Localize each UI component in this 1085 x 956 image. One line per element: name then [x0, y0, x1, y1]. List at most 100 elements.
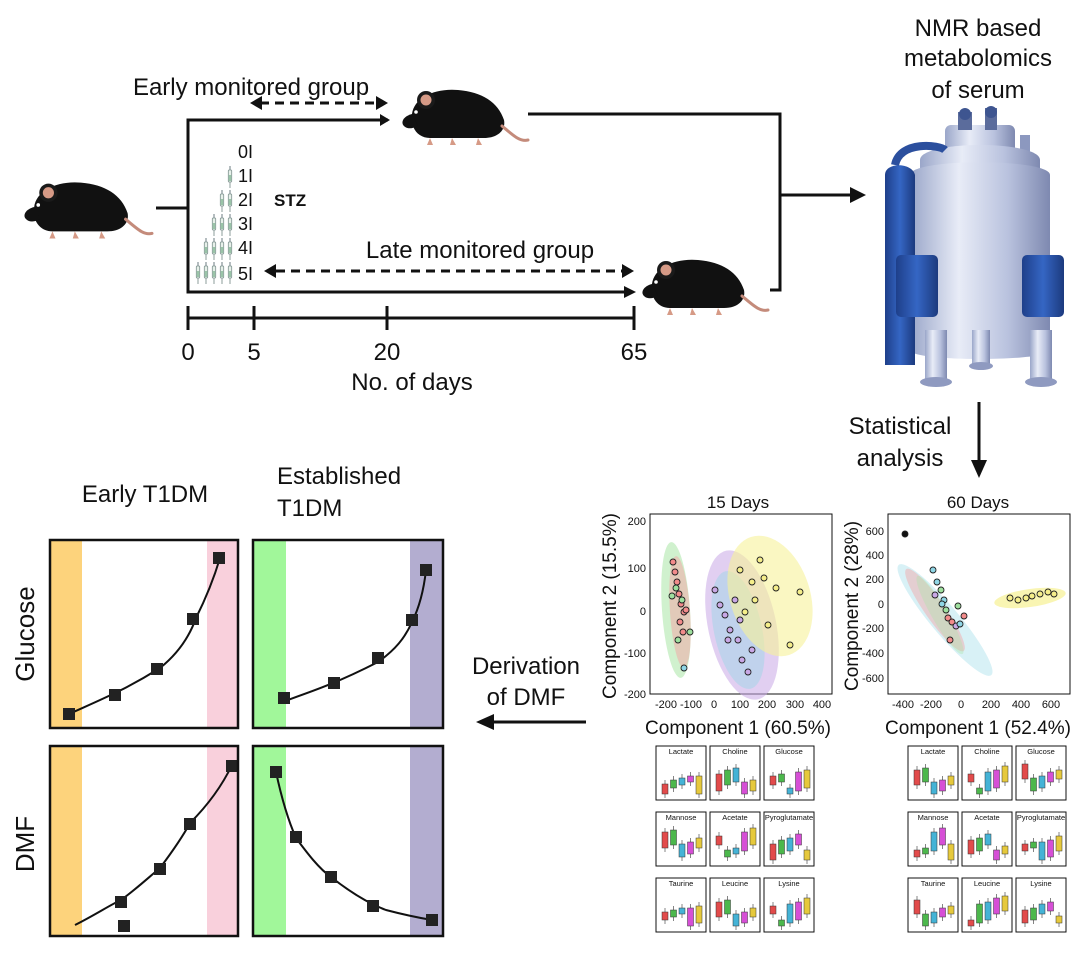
boxplot-box	[993, 849, 1000, 861]
plot-title: 60 Days	[947, 493, 1009, 512]
column-title-line: T1DM	[277, 495, 342, 522]
data-marker	[325, 871, 337, 883]
y-tick-label: 200	[866, 574, 884, 586]
boxplot-box	[930, 781, 938, 795]
confidence-ellipses	[897, 564, 1066, 676]
data-marker	[213, 552, 225, 564]
pca-point	[679, 628, 687, 636]
pca-point	[942, 606, 950, 614]
data-marker	[420, 564, 432, 576]
boxplot-box	[1021, 909, 1029, 924]
data-marker	[278, 692, 290, 704]
metabolite-label: Glucose	[1027, 747, 1055, 756]
pca-point	[724, 636, 732, 644]
merge-connector	[528, 112, 782, 292]
x-tick-label: 400	[1012, 699, 1030, 711]
boxplot-box	[1001, 765, 1009, 783]
pca-point	[736, 566, 744, 574]
boxplot-box	[661, 783, 669, 795]
metabolite-label: Choline	[722, 747, 747, 756]
late-window-band	[410, 746, 443, 936]
boxplot-cell: Leucine	[709, 877, 761, 933]
pca-point	[668, 592, 676, 600]
metabolite-label: Lactate	[669, 747, 694, 756]
metabolite-label: Mannose	[918, 813, 949, 822]
y-tick-label: 0	[640, 606, 646, 618]
data-marker	[109, 689, 121, 701]
boxplot-box	[1038, 775, 1046, 789]
syringe-icon	[211, 214, 217, 236]
pca-plot-15days: 15 Days -200 -100 0 100 200 300 400 200 …	[600, 493, 833, 739]
injection-label: 0I	[238, 142, 253, 162]
data-marker	[118, 920, 130, 932]
boxplot-box	[984, 833, 992, 846]
pca-point	[678, 596, 686, 604]
pca-point	[741, 608, 749, 616]
boxplot-cell: Choline	[961, 745, 1013, 801]
arrowhead-icon	[624, 286, 636, 298]
pca-point	[938, 600, 946, 608]
boxplot-box	[732, 847, 740, 855]
x-tick-label: 200	[758, 699, 776, 711]
metabolite-label: Acetate	[722, 813, 747, 822]
boxplot-box	[1055, 769, 1063, 780]
syringe-icon	[219, 262, 225, 284]
boxplot-box	[930, 831, 938, 852]
early-window-band	[50, 746, 82, 936]
pca-point	[948, 618, 956, 626]
boxplot-box	[678, 907, 686, 915]
injection-label: 4I	[238, 238, 253, 258]
injection-label: 2I	[238, 190, 253, 210]
boxplot-cell: Mannose	[655, 811, 707, 867]
boxplot-box	[795, 901, 802, 921]
y-tick-label: -200	[624, 689, 646, 701]
derivation-arrow-group: Derivation of DMF	[472, 653, 586, 730]
panel-established-dmf	[251, 744, 445, 938]
boxplot-box	[678, 843, 686, 858]
injection-label: 5I	[238, 264, 253, 284]
metabolite-label: Pyroglutamate	[1017, 813, 1065, 822]
pca-plot-60days: 60 Days -400 -200 0 200 400 600 600 400 …	[842, 493, 1071, 739]
boxplot-box	[939, 907, 946, 918]
pca-point	[672, 584, 680, 592]
syringe-icon	[219, 190, 225, 212]
nmr-section: NMR based metabolomics of serum	[885, 15, 1064, 387]
pca-point	[756, 556, 764, 564]
late-group-label: Late monitored group	[366, 237, 594, 264]
pca-point	[671, 568, 679, 576]
data-marker	[426, 914, 438, 926]
panel-early-glucose	[48, 538, 240, 730]
metabolite-label: Leucine	[722, 879, 748, 888]
late-window-band	[207, 746, 238, 936]
x-tick-label: -400	[892, 699, 914, 711]
pca-points	[901, 530, 1058, 644]
arrowhead-icon	[850, 187, 866, 203]
boxplot-cell: Mannose	[907, 811, 959, 867]
axis-title: No. of days	[351, 369, 472, 396]
metabolite-label: Lysine	[1030, 879, 1051, 888]
pca-point	[937, 586, 945, 594]
boxplot-box	[695, 837, 703, 849]
y-tick-label: -600	[862, 673, 884, 685]
boxplot-box	[732, 913, 740, 927]
metabolite-label: Lactate	[921, 747, 946, 756]
boxplot-box	[1047, 771, 1054, 783]
injection-label: 3I	[238, 214, 253, 234]
boxplot-box	[715, 901, 723, 918]
row-label: Glucose	[10, 586, 40, 681]
timeline-section: Early monitored group Late monitored gro…	[22, 74, 866, 396]
boxplot-box	[670, 779, 677, 789]
metabolite-label: Taurine	[669, 879, 694, 888]
y-tick-label: -200	[862, 623, 884, 635]
pca-point	[786, 641, 794, 649]
metabolite-label: Choline	[974, 747, 999, 756]
data-marker	[372, 652, 384, 664]
y-tick-label: -100	[624, 648, 646, 660]
pca-point	[716, 601, 724, 609]
pca-point	[669, 558, 677, 566]
boxplot-box	[976, 837, 983, 852]
timeline-branch-upper	[156, 118, 388, 210]
mouse-icon	[22, 180, 154, 241]
pca-point	[933, 578, 941, 586]
boxplot-box	[678, 777, 686, 786]
